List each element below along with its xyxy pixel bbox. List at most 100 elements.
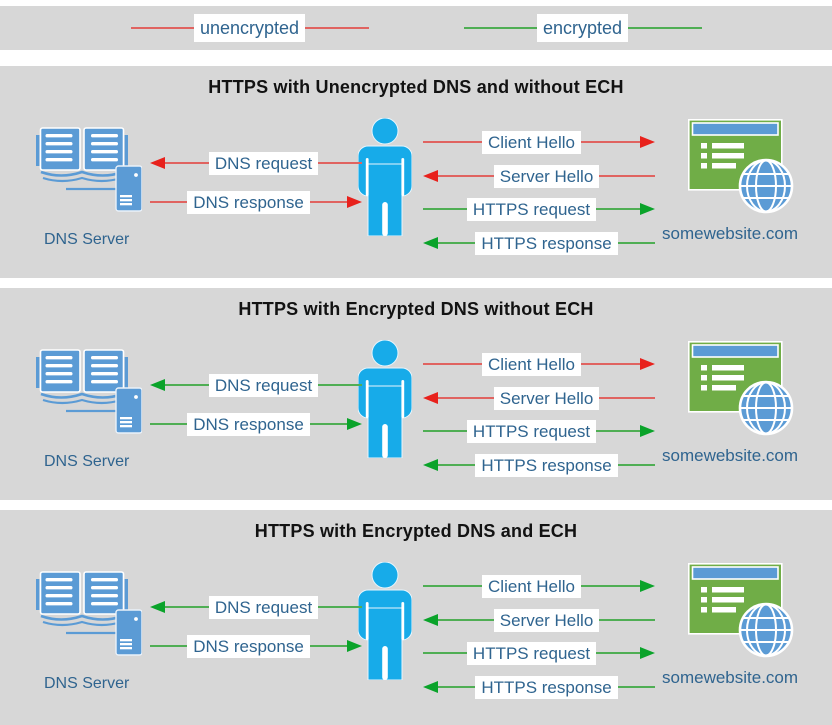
client-hello-arrow: Client Hello	[423, 572, 655, 600]
arrow-line	[423, 363, 483, 365]
arrow-label: Client Hello	[482, 574, 581, 598]
arrowhead-right-icon	[640, 203, 655, 215]
client-hello-arrow: Client Hello	[423, 128, 655, 156]
arrow-line	[423, 652, 467, 654]
legend-label: encrypted	[536, 14, 629, 42]
arrowhead-right-icon	[347, 640, 362, 652]
panel-unencrypted-dns-no-ech: HTTPS with Unencrypted DNS and without E…	[0, 66, 832, 278]
arrow-line	[423, 430, 467, 432]
website-caption: somewebsite.com	[662, 668, 799, 687]
arrow-label: HTTPS request	[466, 419, 597, 443]
website-caption: somewebsite.com	[662, 446, 799, 465]
website-icon	[688, 341, 794, 436]
arrow-line	[617, 686, 656, 688]
arrow-label: Server Hello	[493, 608, 600, 632]
dns-server-caption: DNS Server	[44, 675, 130, 692]
arrow-line	[309, 423, 347, 425]
website-caption: somewebsite.com	[662, 224, 799, 243]
arrowhead-left-icon	[423, 459, 438, 471]
arrowhead-left-icon	[150, 601, 165, 613]
client-hello-arrow: Client Hello	[423, 350, 655, 378]
arrow-line	[599, 397, 656, 399]
server-hello-arrow: Server Hello	[423, 606, 656, 634]
arrow-line	[165, 162, 209, 164]
dns-response-arrow: DNS response	[150, 188, 362, 216]
arrow-line	[438, 686, 476, 688]
arrowhead-right-icon	[640, 358, 655, 370]
legend-label: unencrypted	[193, 14, 306, 42]
arrowhead-left-icon	[423, 237, 438, 249]
arrow-line	[318, 162, 363, 164]
arrow-line	[150, 201, 188, 203]
arrow-label: Client Hello	[482, 130, 581, 154]
panel-title: HTTPS with Encrypted DNS and ECH	[254, 521, 578, 541]
person-icon	[358, 562, 412, 680]
arrowhead-right-icon	[640, 580, 655, 592]
arrow-label: HTTPS request	[466, 197, 597, 221]
legend-line	[628, 27, 702, 29]
server-hello-arrow: Server Hello	[423, 162, 656, 190]
arrow-label: Server Hello	[493, 164, 600, 188]
legend-line	[305, 27, 369, 29]
arrowhead-right-icon	[640, 647, 655, 659]
arrow-line	[596, 652, 640, 654]
legend-item-encrypted: encrypted	[463, 14, 702, 42]
dns-request-arrow: DNS request	[150, 149, 363, 177]
arrow-line	[309, 645, 347, 647]
person-icon	[358, 340, 412, 458]
arrow-line	[596, 430, 640, 432]
arrow-line	[165, 606, 209, 608]
panel-encrypted-dns-no-ech: HTTPS with Encrypted DNS without ECH DNS…	[0, 288, 832, 500]
arrow-label: HTTPS response	[475, 453, 618, 477]
person-icon	[358, 118, 412, 236]
arrow-label: Client Hello	[482, 352, 581, 376]
legend-line	[463, 27, 537, 29]
arrow-line	[150, 645, 188, 647]
https-request-arrow: HTTPS request	[423, 195, 655, 223]
legend: unencrypted encrypted	[0, 6, 832, 50]
https-response-arrow: HTTPS response	[423, 673, 656, 701]
arrow-line	[423, 141, 483, 143]
arrow-line	[438, 397, 494, 399]
arrowhead-right-icon	[347, 196, 362, 208]
https-request-arrow: HTTPS request	[423, 417, 655, 445]
arrow-label: HTTPS response	[475, 231, 618, 255]
arrow-line	[318, 606, 363, 608]
arrow-line	[599, 175, 656, 177]
arrowhead-left-icon	[150, 157, 165, 169]
arrow-line	[438, 175, 494, 177]
https-response-arrow: HTTPS response	[423, 229, 656, 257]
arrowhead-right-icon	[640, 136, 655, 148]
dns-server-icon	[36, 126, 142, 213]
arrowhead-left-icon	[150, 379, 165, 391]
arrowhead-left-icon	[423, 170, 438, 182]
arrow-label: DNS response	[187, 190, 310, 214]
arrowhead-left-icon	[423, 681, 438, 693]
arrow-line	[165, 384, 209, 386]
https-response-arrow: HTTPS response	[423, 451, 656, 479]
website-icon	[688, 119, 794, 214]
arrowhead-right-icon	[347, 418, 362, 430]
arrow-label: Server Hello	[493, 386, 600, 410]
https-request-arrow: HTTPS request	[423, 639, 655, 667]
arrow-line	[309, 201, 347, 203]
arrow-line	[150, 423, 188, 425]
arrow-line	[580, 363, 640, 365]
server-hello-arrow: Server Hello	[423, 384, 656, 412]
arrow-line	[596, 208, 640, 210]
dns-server-icon	[36, 570, 142, 657]
legend-line	[130, 27, 194, 29]
dns-server-icon	[36, 348, 142, 435]
dns-response-arrow: DNS response	[150, 410, 362, 438]
arrow-line	[617, 242, 656, 244]
dns-request-arrow: DNS request	[150, 593, 363, 621]
dns-server-caption: DNS Server	[44, 231, 130, 248]
arrow-label: HTTPS request	[466, 641, 597, 665]
arrow-label: DNS response	[187, 634, 310, 658]
arrow-label: HTTPS response	[475, 675, 618, 699]
arrow-line	[318, 384, 363, 386]
panel-title: HTTPS with Unencrypted DNS and without E…	[208, 77, 624, 97]
dns-response-arrow: DNS response	[150, 632, 362, 660]
arrow-line	[423, 208, 467, 210]
arrow-line	[438, 464, 476, 466]
